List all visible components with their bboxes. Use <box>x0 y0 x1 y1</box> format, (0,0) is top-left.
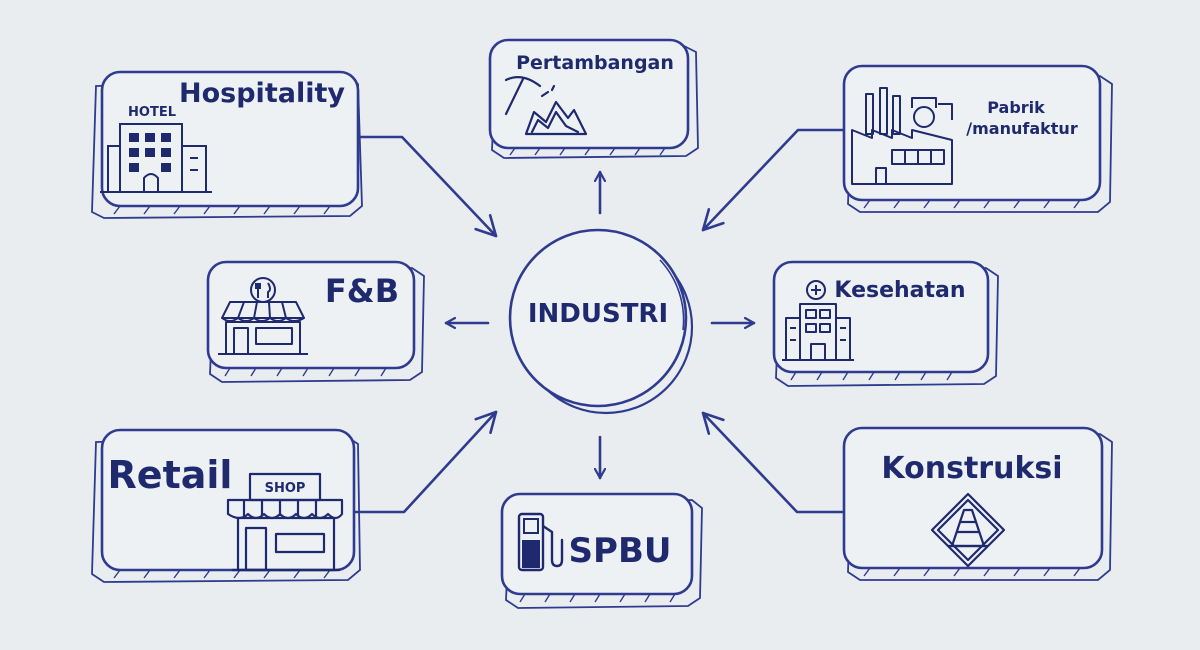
node-fnb: F&B <box>206 260 425 383</box>
connectors <box>354 128 845 514</box>
node-hospitality: Hospitality HOTEL <box>91 70 363 219</box>
restaurant-storefront-icon <box>218 277 308 355</box>
hotel-building-icon: HOTEL <box>100 105 212 193</box>
arrow-pabrik <box>701 128 845 232</box>
pertambangan-label: Pertambangan <box>516 52 674 74</box>
pickaxe-mining-icon <box>504 75 588 136</box>
fuel-pump-icon <box>517 512 564 572</box>
pabrik-label-line2: /manufaktur <box>966 119 1078 138</box>
node-pabrik: Pabrik /manufaktur <box>842 64 1113 213</box>
retail-label: Retail <box>108 453 233 497</box>
shop-storefront-icon: SHOP <box>226 472 344 572</box>
konstruksi-label: Konstruksi <box>881 451 1062 486</box>
node-retail: Retail SHOP <box>91 428 361 583</box>
hospitality-label: Hospitality <box>179 78 345 109</box>
pabrik-label-line1: Pabrik <box>987 98 1045 117</box>
hospital-icon <box>782 280 854 361</box>
fnb-label: F&B <box>325 272 399 310</box>
center-label: INDUSTRI <box>528 299 668 329</box>
center-node: INDUSTRI <box>508 228 694 415</box>
node-konstruksi: Konstruksi <box>842 426 1113 581</box>
spbu-label: SPBU <box>569 531 672 571</box>
kesehatan-label: Kesehatan <box>834 278 965 303</box>
arrow-hospitality <box>356 135 498 238</box>
node-pertambangan: Pertambangan <box>488 38 699 159</box>
arrow-retail <box>354 410 498 514</box>
arrow-konstruksi <box>701 411 845 514</box>
shop-sign-text: SHOP <box>265 481 306 496</box>
factory-icon <box>851 87 953 185</box>
hotel-sign-text: HOTEL <box>128 105 176 120</box>
node-spbu: SPBU <box>500 492 703 609</box>
node-kesehatan: Kesehatan <box>772 260 999 387</box>
traffic-cone-sign-icon <box>930 492 1006 568</box>
